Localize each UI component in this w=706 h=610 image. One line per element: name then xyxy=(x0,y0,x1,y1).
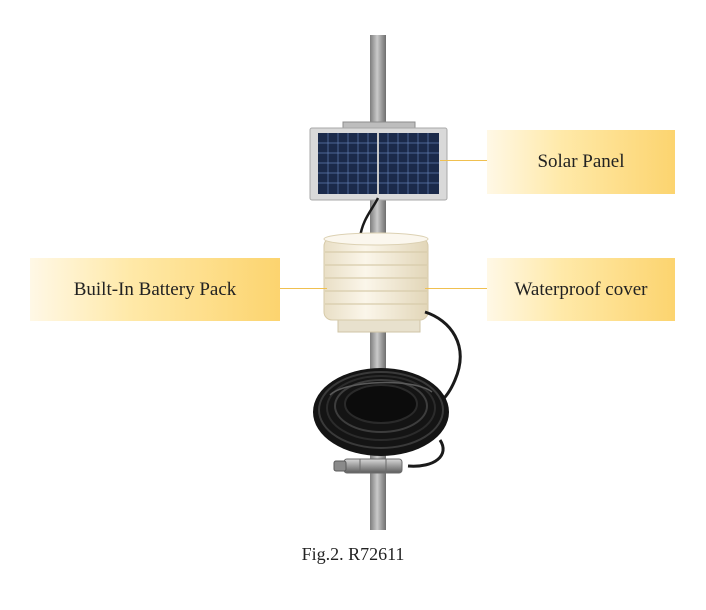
waterproof-cover-label: Waterproof cover xyxy=(514,278,648,300)
figure-caption: Fig.2. R72611 xyxy=(301,544,405,564)
solar-panel xyxy=(309,127,448,201)
probe-cable xyxy=(407,439,445,468)
waterproof-cover-callout: Waterproof cover xyxy=(487,258,675,321)
battery-pack-callout: Built-In Battery Pack xyxy=(30,258,280,321)
solar-panel-leader-line xyxy=(440,160,487,161)
sensor-device-illustration xyxy=(309,35,462,530)
waterproof-cover xyxy=(323,232,429,333)
cable-coil xyxy=(313,368,449,456)
pressure-probe xyxy=(333,458,403,474)
solar-panel-label: Solar Panel xyxy=(537,151,625,172)
solar-panel-callout: Solar Panel xyxy=(487,130,675,194)
battery-pack-label: Built-In Battery Pack xyxy=(73,278,237,300)
battery-pack-leader-line xyxy=(280,288,327,289)
waterproof-cover-leader-line xyxy=(425,288,487,289)
